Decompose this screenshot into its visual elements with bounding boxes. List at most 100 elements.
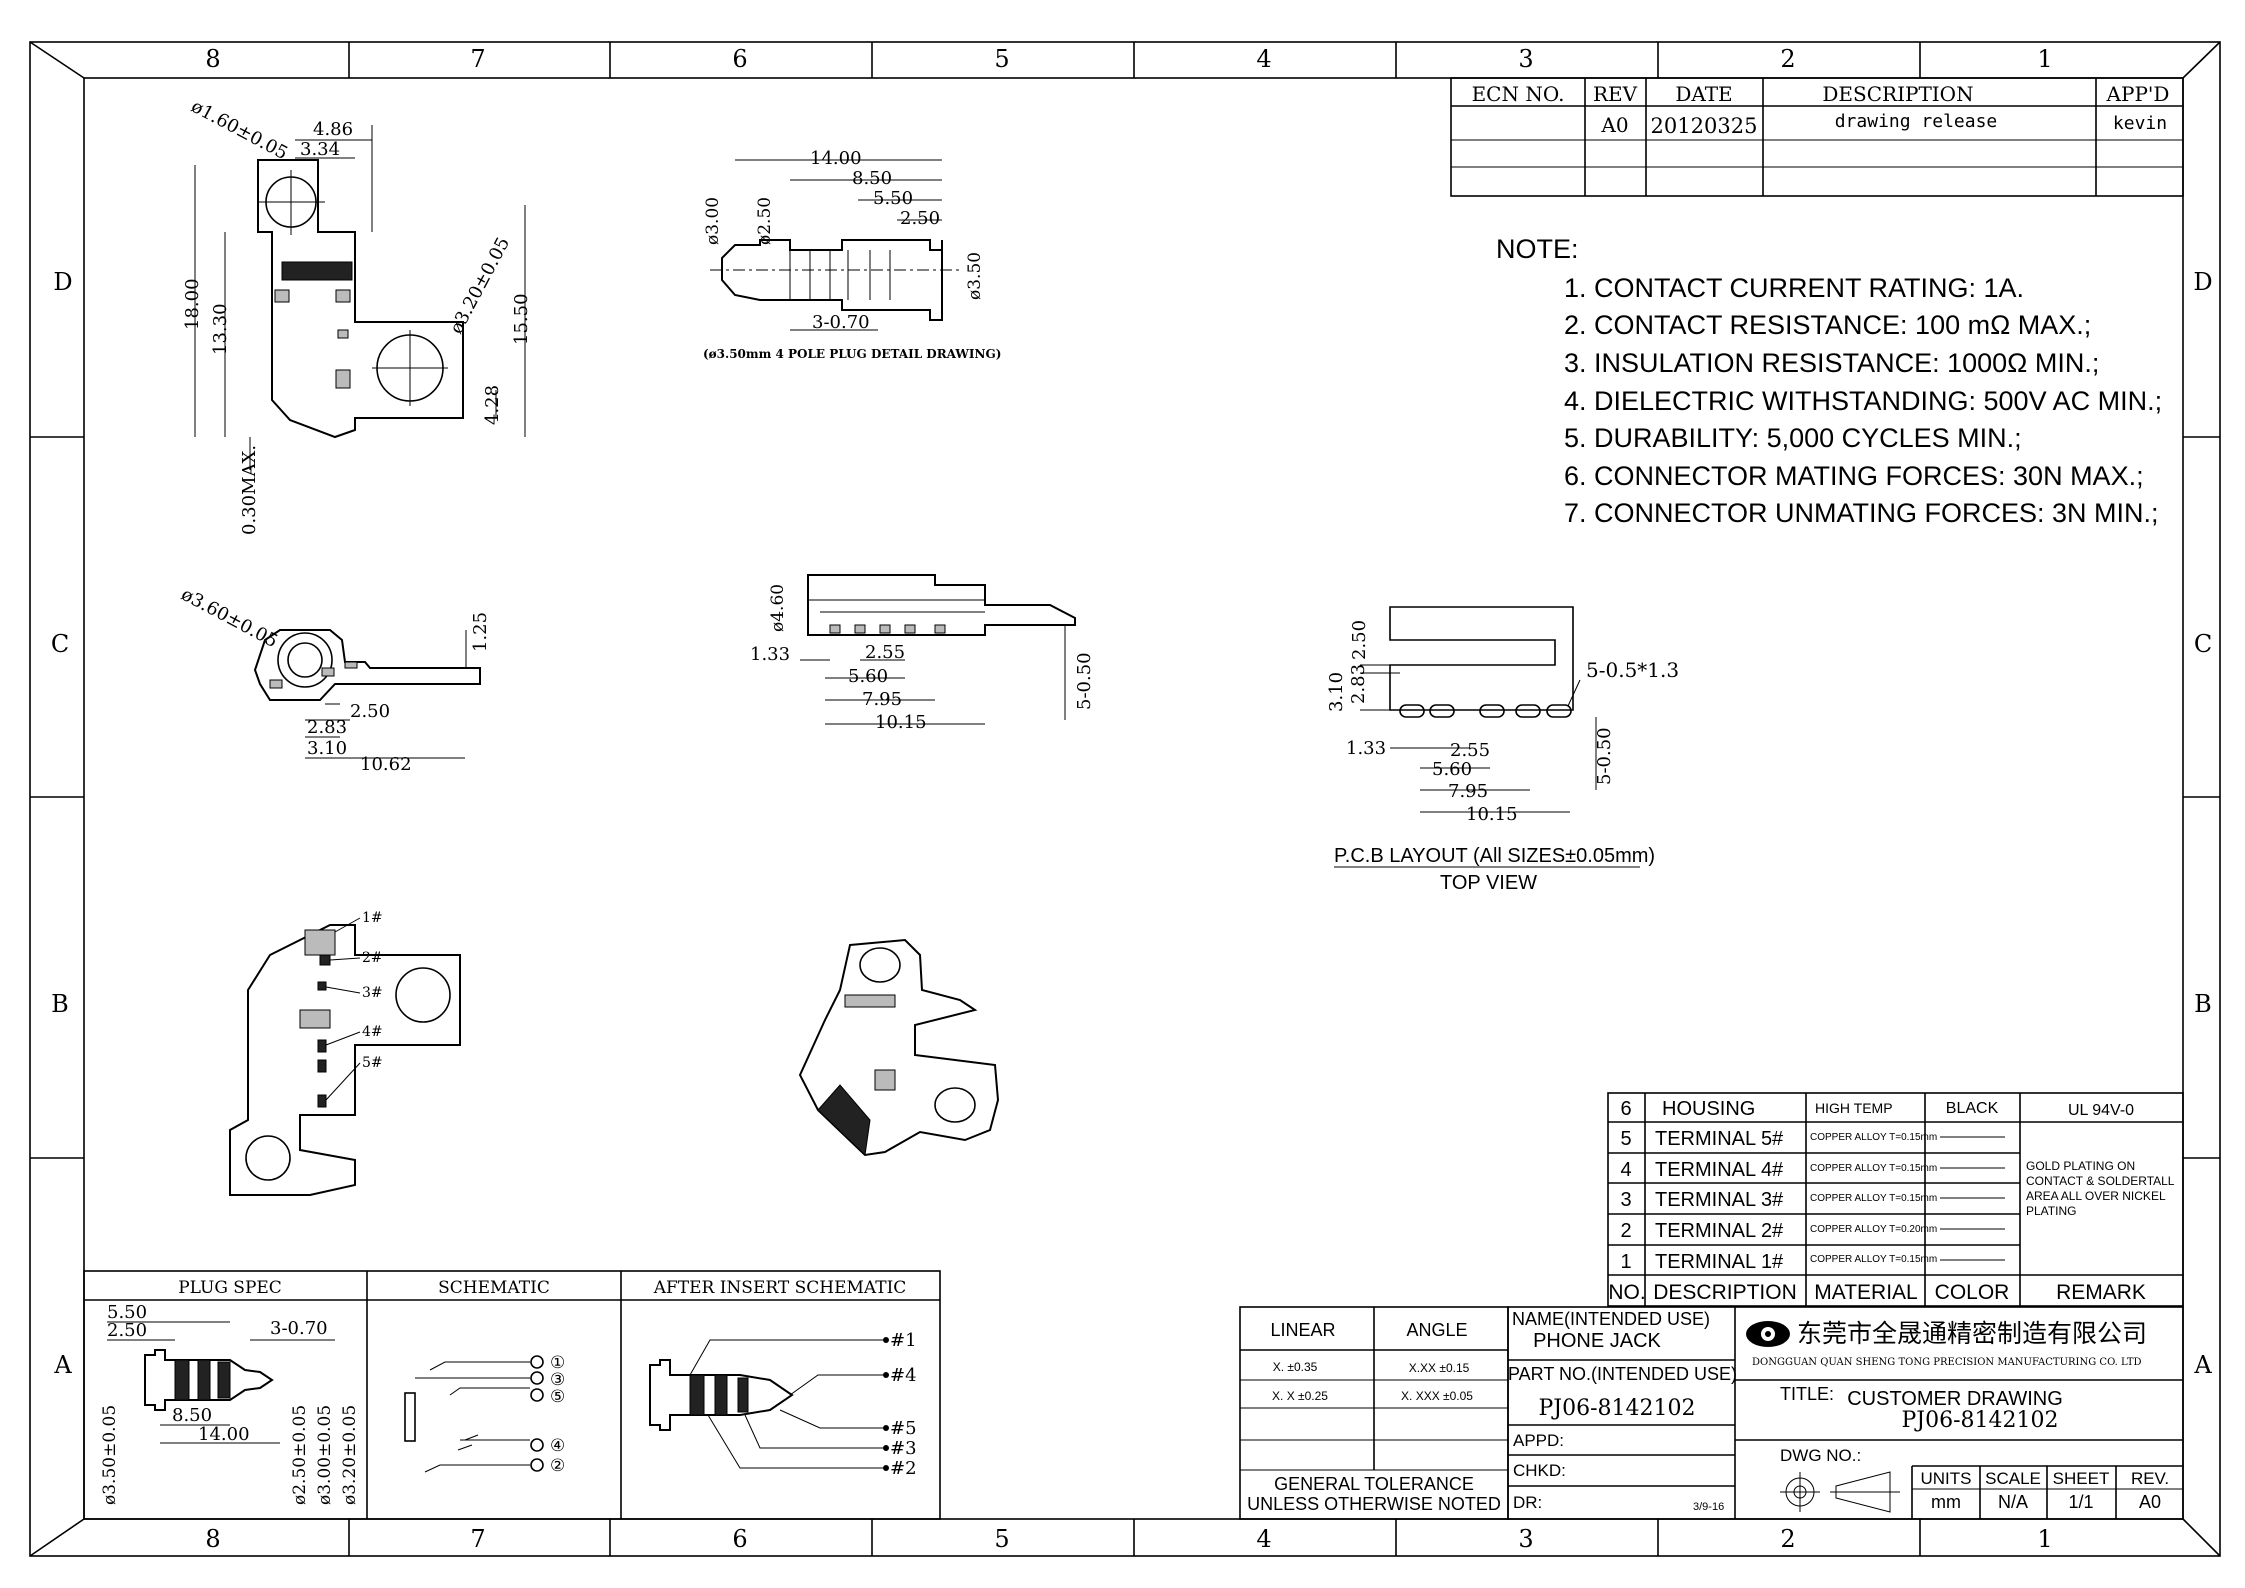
zone-col-top-1: 1 xyxy=(2037,45,2052,73)
pcb-dim-pads: 5-0.50 xyxy=(1594,727,1615,785)
front-dim-w250: 2.50 xyxy=(350,701,390,722)
bottom-dim-795: 7.95 xyxy=(862,689,902,710)
dr-date: 3/9-16 xyxy=(1693,1501,1724,1513)
scale-label: SCALE xyxy=(1985,1469,2041,1488)
bom-desc-3: TERMINAL 3# xyxy=(1655,1189,1784,1211)
after-insert-pin-4: #4 xyxy=(890,1365,917,1386)
rev-label: REV. xyxy=(2131,1469,2169,1488)
pcb-caption: P.C.B LAYOUT (All SIZES±0.05mm) xyxy=(1334,845,1655,867)
dim-h-428: 4.28 xyxy=(482,385,503,425)
bom-table: 6 HOUSING HIGH TEMP BLACK UL 94V-0 5 TER… xyxy=(1607,1092,2184,1307)
plug-dim-dia250: ø2.50 xyxy=(755,197,775,245)
drawing-frame xyxy=(29,41,2221,1557)
rev-header-approved: APP'D xyxy=(2106,82,2170,106)
dr-label: DR: xyxy=(1513,1493,1542,1512)
projection-symbol-icon xyxy=(1780,1471,1900,1513)
bom-header-no: NO. xyxy=(1608,1281,1645,1304)
sheet-label: SHEET xyxy=(2053,1469,2110,1488)
sheet-value: 1/1 xyxy=(2068,1492,2093,1512)
revision-table: ECN NO. REV DATE DESCRIPTION APP'D A0 20… xyxy=(1450,77,2184,197)
bom-desc-4: TERMINAL 4# xyxy=(1655,1159,1784,1181)
front-dim-w310: 3.10 xyxy=(307,738,347,759)
bom-desc-1: TERMINAL 1# xyxy=(1655,1251,1784,1273)
pcb-subcaption: TOP VIEW xyxy=(1440,872,1537,894)
units-value: mm xyxy=(1931,1492,1961,1512)
pcb-dim-slots: 5-0.5*1.3 xyxy=(1586,658,1679,682)
dim-top-486: 4.86 xyxy=(313,119,353,140)
bottom-dim-560: 5.60 xyxy=(848,666,888,687)
tol-header-linear: LINEAR xyxy=(1270,1320,1335,1340)
schematic-pin-2: ② xyxy=(550,1456,565,1476)
schematic-pin-1: ① xyxy=(550,1353,565,1373)
part-value: PJ06-8142102 xyxy=(1538,1396,1695,1421)
bom-desc-6: HOUSING xyxy=(1662,1098,1755,1120)
after-insert-pin-1: #1 xyxy=(890,1330,917,1351)
title-value: CUSTOMER DRAWING xyxy=(1847,1388,2063,1410)
tol-linear-1: X. ±0.35 xyxy=(1273,1360,1318,1374)
front-dim-h125: 1.25 xyxy=(470,612,491,652)
schematic-pin-3: ③ xyxy=(550,1370,565,1390)
name-label: NAME(INTENDED USE) xyxy=(1512,1309,1710,1329)
spec-dim-tip: 3-0.70 xyxy=(270,1318,328,1339)
bom-no-5: 5 xyxy=(1620,1128,1631,1150)
chkd-label: CHKD: xyxy=(1513,1461,1566,1480)
terminal-layout-view: 1# 2# 3# 4# 5# xyxy=(229,910,461,1196)
plug-dim-550: 5.50 xyxy=(873,188,913,209)
zone-row-right-B: B xyxy=(2194,990,2212,1018)
schematic-title: SCHEMATIC xyxy=(438,1278,550,1298)
part-label: PART NO.(INTENDED USE) xyxy=(1508,1364,1737,1384)
spec-dim-dia350: ø3.50±0.05 xyxy=(100,1405,120,1505)
dim-h-1800: 18.00 xyxy=(182,278,203,330)
bom-no-3: 3 xyxy=(1620,1189,1631,1211)
dim-hole2-dia: ø3.20±0.05 xyxy=(446,234,514,338)
plug-dim-dia300: ø3.00 xyxy=(703,197,723,245)
tol-angle-2: X. XXX ±0.05 xyxy=(1401,1389,1473,1403)
company-name-en: DONGGUAN QUAN SHENG TONG PRECISION MANUF… xyxy=(1752,1357,2142,1368)
name-value: PHONE JACK xyxy=(1533,1330,1661,1352)
zone-col-top-6: 6 xyxy=(732,45,747,73)
plug-detail-caption: (ø3.50mm 4 POLE PLUG DETAIL DRAWING) xyxy=(703,347,1001,361)
terminal-label-1: 1# xyxy=(362,910,383,926)
bom-header-material: MATERIAL xyxy=(1814,1281,1917,1304)
plug-detail-drawing: 14.00 8.50 5.50 2.50 ø3.00 ø2.50 ø3.50 3… xyxy=(703,148,1001,361)
note-2: 2. CONTACT RESISTANCE: 100 mΩ MAX.; xyxy=(1564,310,2091,340)
notes: NOTE: 1. CONTACT CURRENT RATING: 1A. 2. … xyxy=(1496,234,2162,528)
note-7: 7. CONNECTOR UNMATING FORCES: 3N MIN.; xyxy=(1564,498,2159,528)
pcb-dim-795: 7.95 xyxy=(1448,781,1488,802)
after-insert-title: AFTER INSERT SCHEMATIC xyxy=(653,1278,907,1298)
tol-angle-1: X.XX ±0.15 xyxy=(1409,1361,1470,1375)
rev-value: A0 xyxy=(2139,1492,2161,1512)
bottom-dim-pads: 5-0.50 xyxy=(1074,652,1095,710)
after-insert-pin-2: #2 xyxy=(890,1458,917,1479)
spec-dim-dia250: ø2.50±0.05 xyxy=(290,1405,310,1505)
zone-col-bottom-2: 2 xyxy=(1780,1525,1795,1553)
bom-plating-remark-1: GOLD PLATING ON xyxy=(2026,1159,2135,1173)
bom-mat-2: COPPER ALLOY T=0.20mm xyxy=(1810,1224,1937,1235)
pcb-dim-1015: 10.15 xyxy=(1466,804,1518,825)
zone-col-top-4: 4 xyxy=(1256,45,1271,73)
zone-labels: 8 7 6 5 4 3 2 1 8 7 6 5 4 3 2 1 D C B A … xyxy=(51,45,2213,1553)
bom-no-6: 6 xyxy=(1620,1098,1631,1120)
notes-heading: NOTE: xyxy=(1496,234,1579,264)
bottom-dim-1015: 10.15 xyxy=(875,712,927,733)
zone-row-left-A: A xyxy=(53,1351,72,1379)
zone-col-top-8: 8 xyxy=(205,45,220,73)
pcb-dim-h250: 2.50 xyxy=(1349,620,1370,660)
front-dim-w283: 2.83 xyxy=(307,717,347,738)
note-5: 5. DURABILITY: 5,000 CYCLES MIN.; xyxy=(1564,423,2022,453)
bom-header-description: DESCRIPTION xyxy=(1653,1281,1797,1304)
dim-hole-dia: ø1.60±0.05 xyxy=(188,96,292,164)
rev-header-description: DESCRIPTION xyxy=(1822,82,1973,106)
zone-row-left-C: C xyxy=(51,630,69,658)
bom-no-4: 4 xyxy=(1620,1159,1631,1181)
spec-dim-550: 5.50 xyxy=(107,1302,147,1323)
bom-remark-6: UL 94V-0 xyxy=(2068,1102,2134,1119)
rev-row-description: drawing release xyxy=(1835,111,1998,132)
dim-h-1550: 15.50 xyxy=(511,293,532,345)
note-3: 3. INSULATION RESISTANCE: 1000Ω MIN.; xyxy=(1564,348,2099,378)
terminal-label-3: 3# xyxy=(362,985,383,1001)
bom-desc-2: TERMINAL 2# xyxy=(1655,1220,1784,1242)
zone-col-bottom-3: 3 xyxy=(1518,1525,1533,1553)
bom-mat-4: COPPER ALLOY T=0.15mm xyxy=(1810,1163,1937,1174)
